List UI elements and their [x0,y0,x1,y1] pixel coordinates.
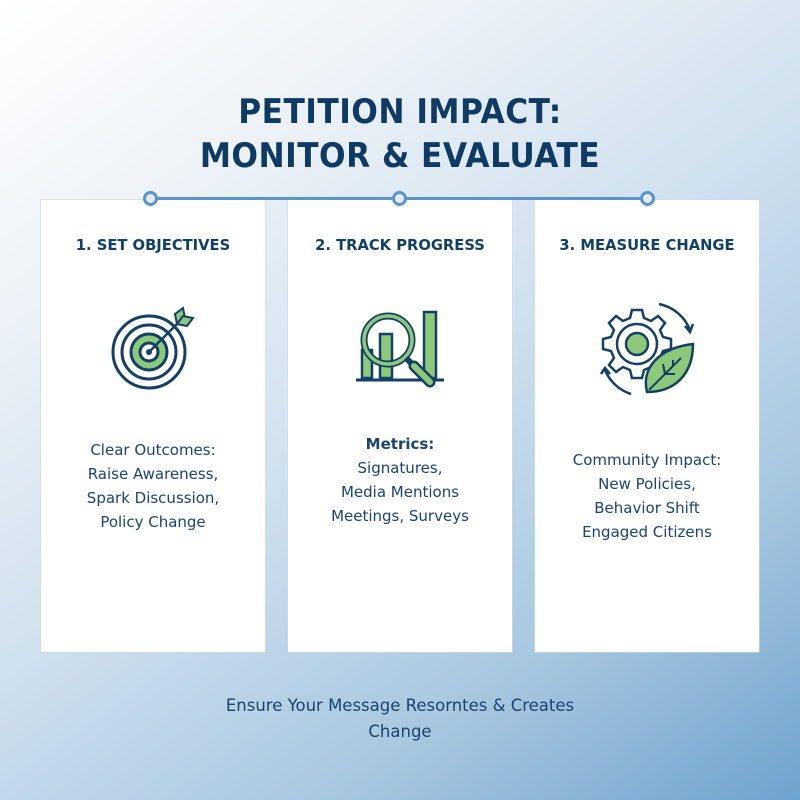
card-body: Clear Outcomes: Raise Awareness, Spark D… [41,438,265,534]
card-lead: Clear Outcomes: [90,441,216,459]
timeline-node-1 [143,191,158,206]
card-title: 2. TRACK PROGRESS [315,236,485,254]
card-body: Metrics: Signatures, Media Mentions Meet… [288,432,512,528]
card-body: Community Impact: New Policies, Behavior… [535,448,759,544]
gear-leaf-cycle-icon [597,298,697,398]
card-set-objectives: 1. SET OBJECTIVES Clear Outcomes: Raise … [41,200,265,652]
card-line: Engaged Citizens [582,523,712,541]
card-line: Policy Change [100,513,206,531]
card-track-progress: 2. TRACK PROGRESS Metrics: Signatures, M… [288,200,512,652]
footer-line-1: Ensure Your Message Resorntes & Creates [225,696,575,715]
card-line: Meetings, Surveys [331,507,469,525]
card-line: Behavior Shift [594,499,700,517]
card-title: 1. SET OBJECTIVES [75,236,231,254]
footer-line-2: Change [368,722,432,741]
footer-tagline: Ensure Your Message Resorntes & Creates … [0,693,800,745]
card-line: Signatures, [357,459,443,477]
page-title: PETITION IMPACT: MONITOR & EVALUATE [32,90,768,178]
card-line: Media Mentions [340,483,460,501]
card-line: Raise Awareness, [87,465,219,483]
card-title: 3. MEASURE CHANGE [559,236,735,254]
card-measure-change: 3. MEASURE CHANGE Community Impact: New … [535,200,759,652]
card-lead: Metrics: [365,435,435,453]
target-arrow-icon [103,298,203,398]
timeline-node-2 [392,191,407,206]
title-line-2: MONITOR & EVALUATE [199,136,601,176]
card-line: New Policies, [598,475,696,493]
card-lead: Community Impact: [572,451,722,469]
title-line-1: PETITION IMPACT: [238,92,562,132]
chart-magnifier-icon [350,298,450,398]
card-line: Spark Discussion, [86,489,220,507]
timeline-node-3 [640,191,655,206]
